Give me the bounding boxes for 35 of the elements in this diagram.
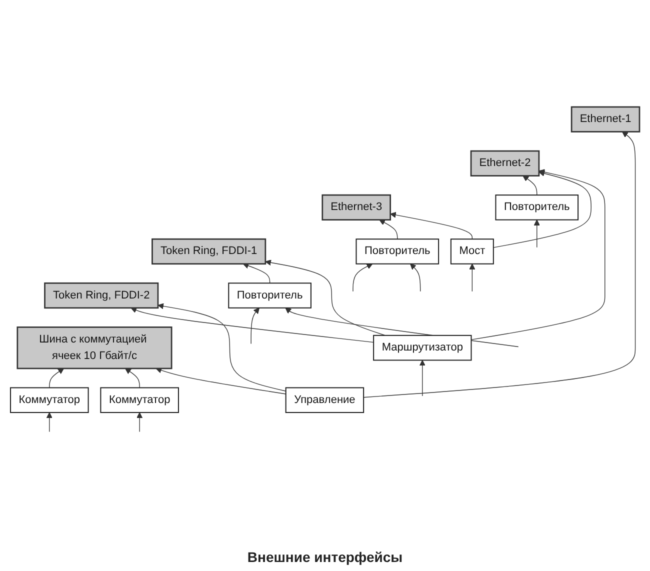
node-box: Повторитель xyxy=(228,282,312,308)
arrow xyxy=(130,307,374,343)
arrow xyxy=(410,264,421,292)
arrow xyxy=(156,367,286,394)
arrow xyxy=(250,308,260,344)
node-box: Мост xyxy=(450,238,494,264)
node-box: Коммутатор xyxy=(100,387,179,414)
arrow xyxy=(46,412,52,432)
arrow xyxy=(470,169,606,340)
arrow xyxy=(419,360,426,396)
arrow xyxy=(352,264,373,292)
node-box: Повторитель xyxy=(495,194,579,220)
arrow xyxy=(493,170,592,248)
arrow xyxy=(390,212,473,240)
arrow xyxy=(158,303,286,392)
node-box: Маршрутизатор xyxy=(373,334,472,361)
node-box: Token Ring, FDDI-2 xyxy=(44,282,159,309)
arrow xyxy=(379,220,398,240)
node-box: Повторитель xyxy=(356,238,440,264)
arrow xyxy=(124,368,140,388)
node-box: Шина с коммутацией ячеек 10 Гбайт/с xyxy=(16,326,172,370)
node-box: Коммутатор xyxy=(10,387,89,414)
node-box: Ethernet-3 xyxy=(322,194,392,221)
node-box: Ethernet-2 xyxy=(470,150,540,176)
arrow xyxy=(49,368,64,388)
arrow xyxy=(136,412,143,432)
arrow xyxy=(242,262,270,284)
arrow xyxy=(534,220,540,248)
arrow xyxy=(469,264,476,292)
arrow xyxy=(522,176,538,196)
caption-text: Внешние интерфейсы xyxy=(247,548,403,567)
node-box: Ethernet-1 xyxy=(570,106,640,132)
node-box: Управление xyxy=(285,387,364,414)
arrow xyxy=(363,131,636,398)
node-box: Token Ring, FDDI-1 xyxy=(152,238,266,265)
